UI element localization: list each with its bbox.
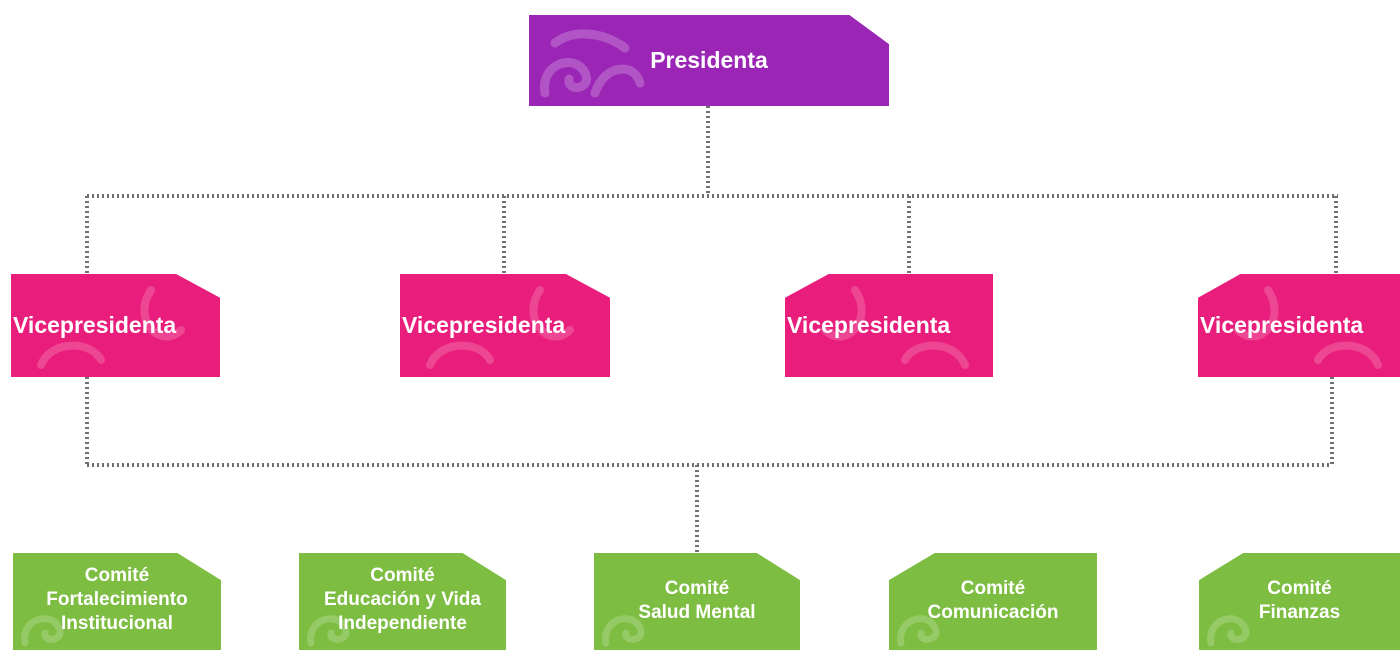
vice-president-box: Vicepresidenta xyxy=(400,274,610,377)
president-box: Presidenta xyxy=(529,15,889,106)
committee-label-line: Salud Mental xyxy=(638,602,756,623)
committee-label-line: Institucional xyxy=(61,613,173,634)
committee-label: Comité Fortalecimiento Institucional xyxy=(46,564,187,636)
vice-president-label: Vicepresidenta xyxy=(1200,312,1364,338)
committee-label-line: Independiente xyxy=(338,613,467,634)
vice-president-label: Vicepresidenta xyxy=(787,312,951,338)
committee-label: Comité Salud Mental xyxy=(638,577,755,625)
committee-label-line: Comité xyxy=(84,565,150,586)
committee-label-line: Comité xyxy=(960,578,1026,599)
committee-box: Comité Finanzas xyxy=(1199,553,1400,650)
committee-label-line: Educación y Vida xyxy=(324,589,481,610)
committee-label: Comité Comunicación xyxy=(928,577,1059,625)
committee-label-line: Comité xyxy=(664,578,730,599)
committee-box: Comité Comunicación xyxy=(889,553,1097,650)
committee-label: Comité Finanzas xyxy=(1259,577,1340,625)
committee-label-line: Comunicación xyxy=(927,602,1059,623)
swirl-ornament-icon xyxy=(540,29,645,98)
committee-box: Comité Fortalecimiento Institucional xyxy=(13,553,221,650)
vice-president-label: Vicepresidenta xyxy=(402,312,566,338)
committee-label-line: Comité xyxy=(370,565,435,586)
committee-label-line: Comité xyxy=(1267,578,1332,599)
committee-label-line: Finanzas xyxy=(1258,602,1341,623)
vice-president-box: Vicepresidenta xyxy=(1198,274,1400,377)
vice-president-box: Vicepresidenta xyxy=(785,274,993,377)
committee-label-line: Fortalecimiento xyxy=(46,589,188,610)
committee-label: Comité Educación y Vida Independiente xyxy=(324,564,481,636)
president-label: Presidenta xyxy=(650,47,768,73)
vice-president-box: Vicepresidenta xyxy=(11,274,220,377)
vice-president-label: Vicepresidenta xyxy=(13,312,177,338)
committee-box: Comité Salud Mental xyxy=(594,553,800,650)
committee-box: Comité Educación y Vida Independiente xyxy=(299,553,506,650)
